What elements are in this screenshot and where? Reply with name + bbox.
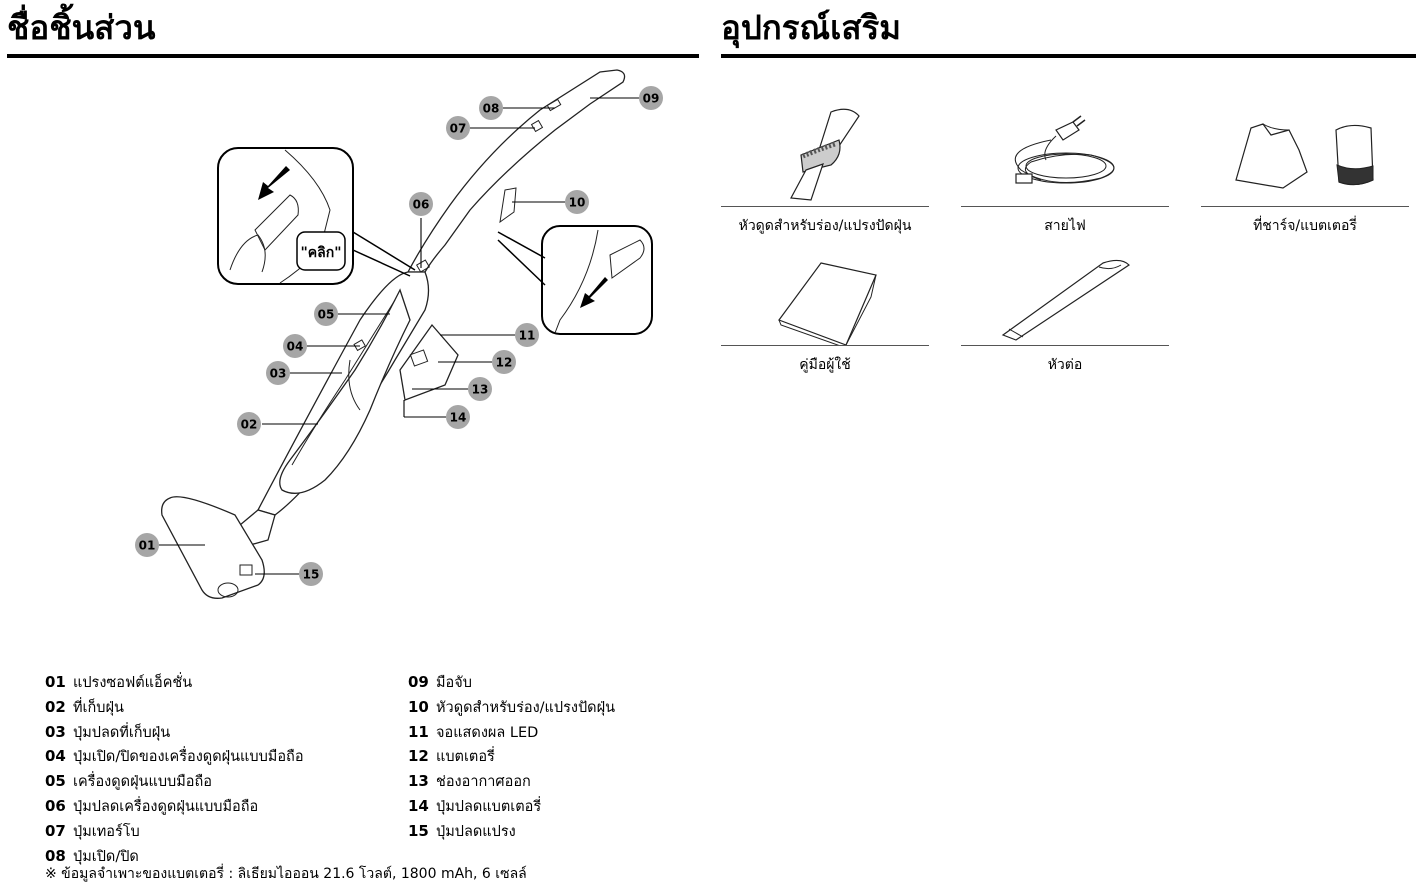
extension-nozzle-icon bbox=[1001, 259, 1130, 341]
svg-text:05: 05 bbox=[318, 308, 335, 322]
svg-text:07: 07 bbox=[450, 122, 467, 136]
callout-12: 12 bbox=[492, 350, 516, 374]
click-detail-inset: "คลิก" bbox=[217, 147, 416, 285]
accessories-title-rule bbox=[721, 54, 1416, 58]
accessory-label-user-manual: คู่มือผู้ใช้ bbox=[799, 357, 851, 373]
svg-text:09: 09 bbox=[643, 92, 660, 106]
svg-text:13: 13 bbox=[472, 383, 489, 397]
accessory-label-extension-nozzle: หัวต่อ bbox=[1047, 357, 1083, 373]
callout-09: 09 bbox=[639, 86, 663, 110]
svg-text:14: 14 bbox=[450, 411, 467, 425]
svg-text:06: 06 bbox=[413, 198, 430, 212]
crevice-tool-detail-inset bbox=[497, 225, 653, 335]
vacuum-neck-icon bbox=[239, 509, 276, 546]
accessory-user-manual: คู่มือผู้ใช้ bbox=[721, 245, 929, 376]
svg-text:01: 01 bbox=[139, 539, 156, 553]
floor-brush-icon bbox=[161, 496, 265, 599]
callout-15: 15 bbox=[299, 562, 323, 586]
insert-arrow-icon bbox=[580, 277, 608, 308]
charger-battery-icon bbox=[1235, 123, 1374, 189]
push-down-arrow-icon bbox=[258, 166, 290, 200]
vacuum-handle-icon bbox=[406, 69, 626, 273]
user-manual-icon bbox=[778, 262, 877, 345]
accessory-label-charger-battery: ที่ชาร์จ/แบตเตอรี่ bbox=[1253, 218, 1357, 234]
svg-text:11: 11 bbox=[519, 329, 536, 343]
click-label: "คลิก" bbox=[300, 245, 341, 261]
callout-10: 10 bbox=[565, 190, 589, 214]
callout-06: 06 bbox=[409, 192, 433, 216]
svg-text:02: 02 bbox=[241, 418, 258, 432]
callout-11: 11 bbox=[515, 323, 539, 347]
svg-text:03: 03 bbox=[270, 367, 287, 381]
callout-14: 14 bbox=[446, 405, 470, 429]
accessory-label-crevice-brush: หัวดูดสำหรับร่อง/แปรงปัดฝุ่น bbox=[738, 218, 912, 234]
vacuum-parts-diagram: "คลิก" 01 02 03 04 05 06 07 bbox=[135, 69, 663, 599]
accessory-charger-battery: ที่ชาร์จ/แบตเตอรี่ bbox=[1201, 100, 1409, 237]
parts-section-title: ชื่อชิ้นส่วน bbox=[7, 8, 156, 47]
svg-text:15: 15 bbox=[303, 568, 320, 582]
svg-text:12: 12 bbox=[496, 356, 513, 370]
dust-bin-icon bbox=[279, 288, 411, 494]
callout-04: 04 bbox=[283, 334, 307, 358]
power-cord-icon bbox=[1014, 115, 1115, 184]
accessory-extension-nozzle: หัวต่อ bbox=[961, 245, 1169, 376]
accessory-power-cord: สายไฟ bbox=[961, 100, 1169, 237]
accessory-crevice-brush: หัวดูดสำหรับร่อง/แปรงปัดฝุ่น bbox=[721, 100, 929, 237]
callout-03: 03 bbox=[266, 361, 290, 385]
callout-13: 13 bbox=[468, 377, 492, 401]
accessory-label-power-cord: สายไฟ bbox=[1044, 218, 1086, 234]
accessories-section-title: อุปกรณ์เสริม bbox=[721, 8, 901, 47]
crevice-brush-tool-icon bbox=[790, 108, 860, 201]
callout-01: 01 bbox=[135, 533, 159, 557]
battery-pack-icon bbox=[399, 323, 459, 401]
svg-text:08: 08 bbox=[483, 102, 500, 116]
battery-spec-note: ※ ข้อมูลจำเพาะของแบตเตอรี่ : ลิเธียมไอออ… bbox=[45, 866, 527, 882]
callout-08: 08 bbox=[479, 96, 503, 120]
callout-05: 05 bbox=[314, 302, 338, 326]
callout-07: 07 bbox=[446, 116, 470, 140]
svg-text:04: 04 bbox=[287, 340, 304, 354]
callout-02: 02 bbox=[237, 412, 261, 436]
svg-text:10: 10 bbox=[569, 196, 586, 210]
parts-title-rule bbox=[7, 54, 699, 58]
